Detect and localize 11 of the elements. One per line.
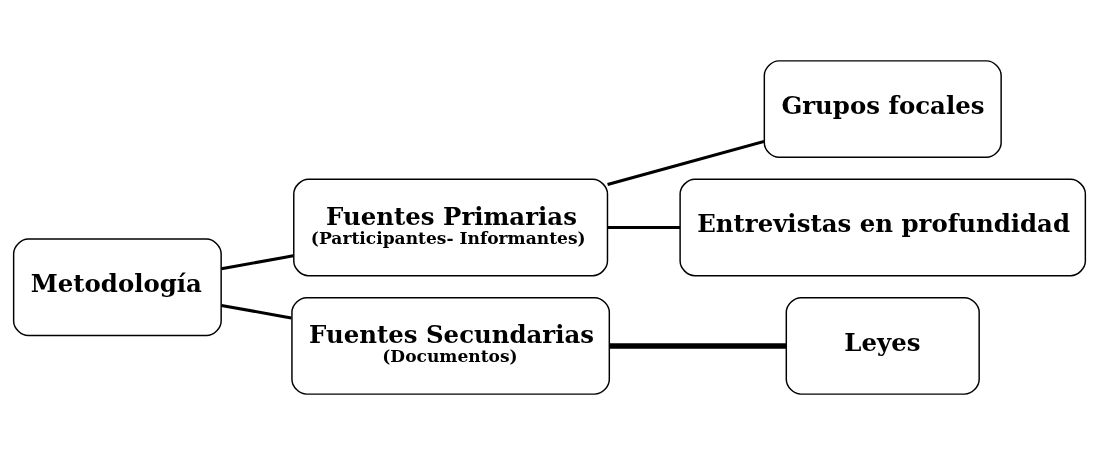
node-box: Grupos focales — [763, 60, 1002, 159]
connector — [221, 254, 294, 271]
connector — [607, 140, 765, 187]
node-box: Fuentes Secundarias (Documentos) — [291, 296, 611, 395]
connector — [607, 225, 680, 230]
node-box: Fuentes Primarias (Participantes- Informantes) — [293, 178, 609, 277]
node-box: Metodología — [12, 238, 222, 337]
node-box: Entrevistas en profundidad — [679, 178, 1087, 277]
connector — [609, 343, 787, 349]
connector — [221, 304, 292, 320]
node-box: Leyes — [785, 296, 980, 395]
